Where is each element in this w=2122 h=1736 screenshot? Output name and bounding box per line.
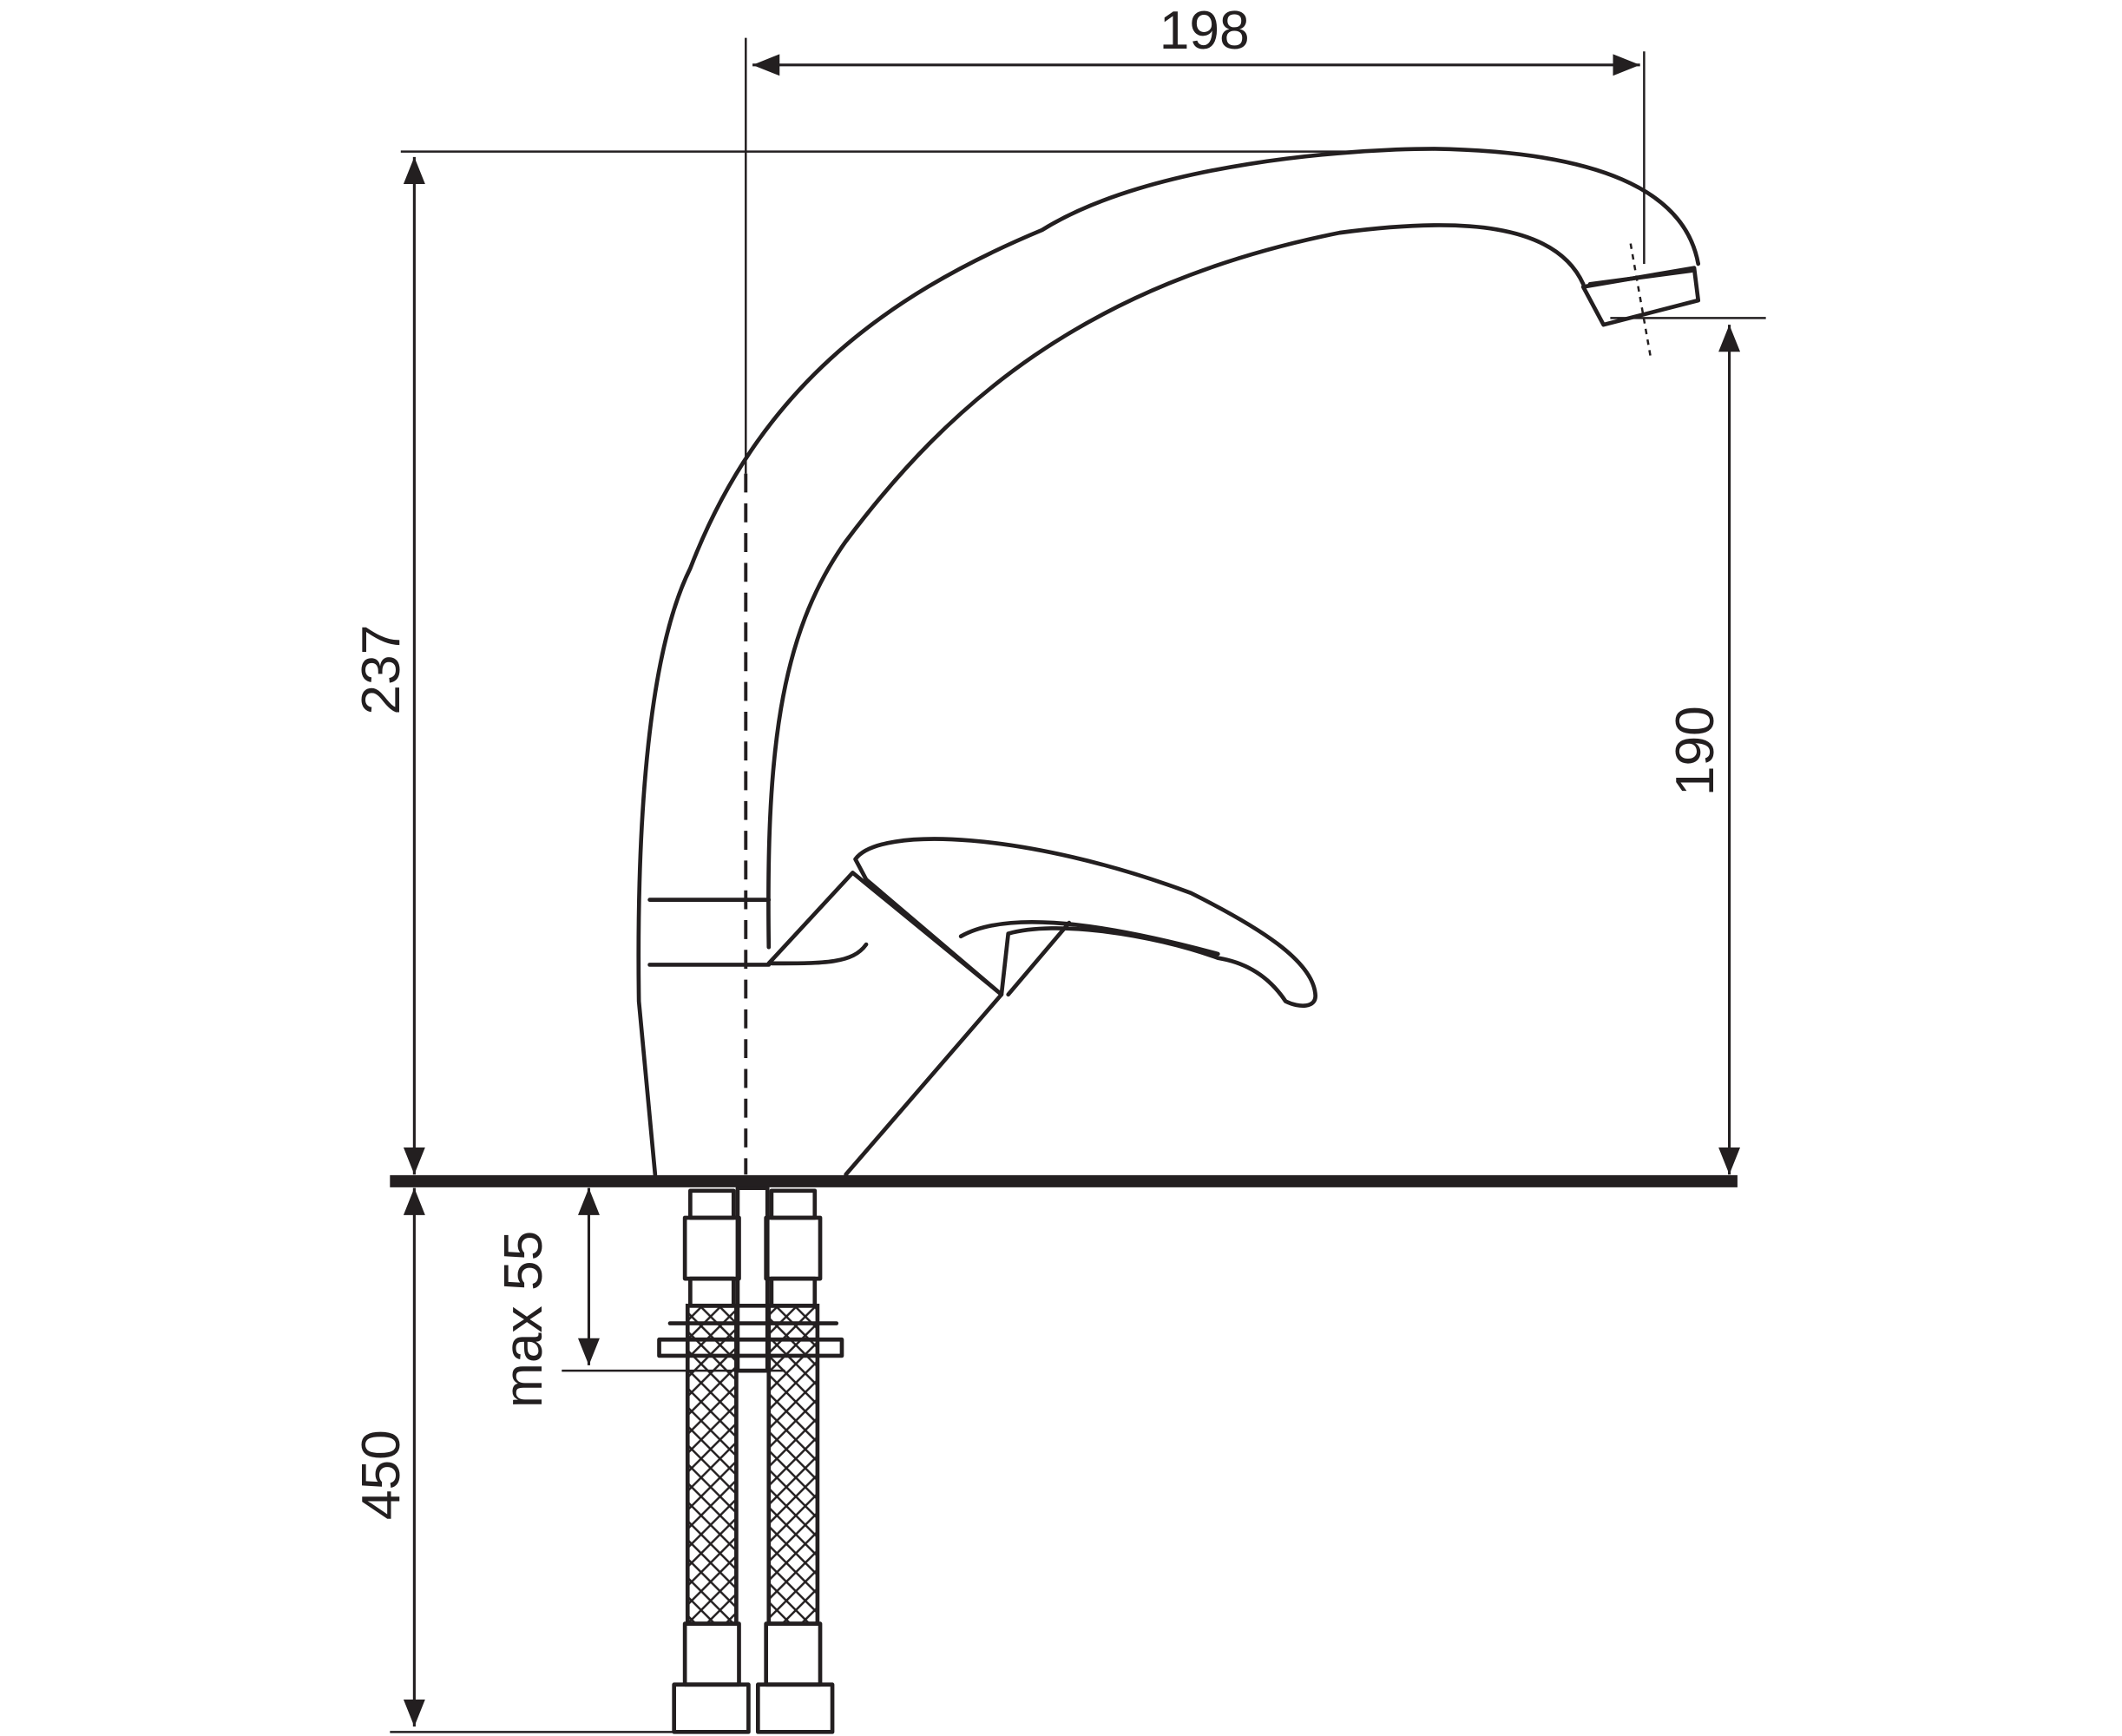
dimension-237: 237	[351, 150, 1354, 1175]
label-spout-clearance: 190	[1665, 706, 1725, 796]
lever-handle	[853, 837, 1317, 1008]
dimension-max-55: max 55	[494, 1187, 785, 1408]
label-total-height: 237	[351, 625, 411, 715]
faucet-body	[636, 147, 1701, 1177]
dimension-190: 190	[1610, 317, 1766, 1175]
label-hose-length: 450	[351, 1430, 411, 1520]
label-max-thickness: max 55	[494, 1231, 554, 1408]
label-spout-reach: 198	[1160, 1, 1250, 61]
supply-hose-right	[755, 1188, 835, 1734]
dimension-198: 198	[752, 1, 1640, 76]
dimension-450: 450	[351, 1187, 677, 1733]
supply-hose-left	[672, 1188, 751, 1734]
